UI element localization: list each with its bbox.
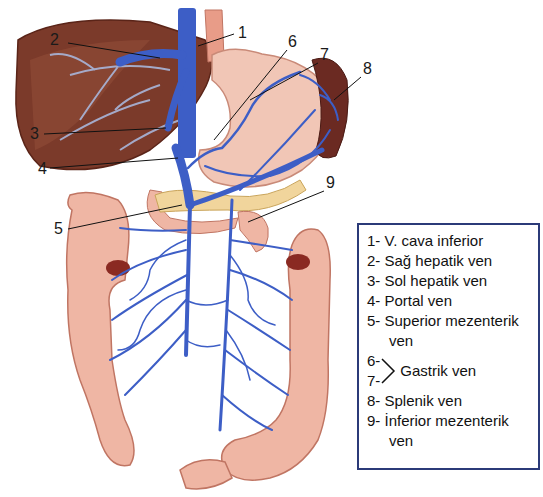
spleen [312,58,348,158]
legend-text: 6- [367,351,380,371]
callout-number: 7 [320,46,329,64]
legend-text: 9- İnferior mezenterik ven [367,411,532,451]
callout-number: 9 [326,174,335,192]
colon [67,192,331,488]
legend-text: 8- Splenik ven [367,391,532,411]
leader-lines [44,34,361,229]
stomach [199,49,334,187]
veins [110,8,338,430]
callout-number: 4 [38,160,47,178]
callout-number: 8 [363,60,372,78]
legend-text: 7- [367,371,380,391]
legend-text: 3- Sol hepatik ven [367,271,532,291]
legend-box: 1- V. cava inferior2- Sağ hepatik ven3- … [357,223,540,470]
legend-text: 4- Portal ven [367,291,532,311]
legend-text: 5- Superior mezenterik ven [367,311,532,351]
callout-number: 5 [54,220,63,238]
bracket-group: 6-7- Gastrik ven [367,351,532,391]
callout-number: 3 [30,125,39,143]
legend-text: Gastrik ven [396,361,476,381]
callout-number: 1 [238,24,247,42]
callout-number: 2 [50,31,59,49]
legend-text: 2- Sağ hepatik ven [367,251,532,271]
legend-text: 1- V. cava inferior [367,231,532,251]
cut-end [106,260,130,276]
cut-end [286,254,310,270]
bracket [380,353,396,389]
callout-number: 6 [288,33,297,51]
bracket-column: 6-7- [367,351,380,391]
